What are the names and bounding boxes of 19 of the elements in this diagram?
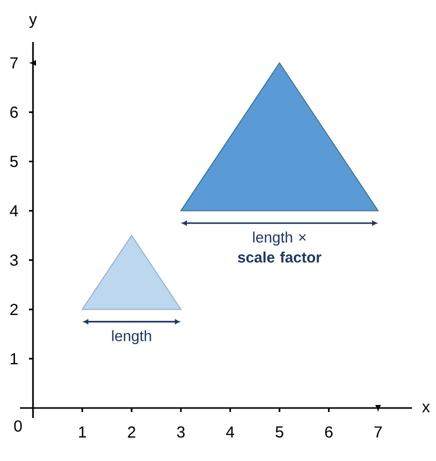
- tick-label: 5: [276, 426, 284, 438]
- tick-label: 4: [226, 426, 234, 438]
- tick-label: 4: [10, 205, 18, 216]
- tick-label: 6: [325, 426, 333, 438]
- tick-label: 2: [10, 304, 18, 315]
- axis-label: y: [29, 16, 37, 28]
- dimension-label: length: [112, 330, 152, 344]
- tick-label: 2: [128, 426, 136, 438]
- tick-label: 3: [177, 426, 185, 438]
- tick-label: 1: [79, 426, 86, 438]
- dimension-label: length × scale factor: [238, 232, 322, 263]
- origin-label: 0: [14, 420, 22, 432]
- tick-label: 1: [10, 353, 18, 364]
- tick-label: 6: [10, 106, 18, 118]
- tick-label: 3: [10, 254, 18, 266]
- tick-label: 7: [10, 57, 18, 68]
- tick-label: 5: [10, 156, 18, 168]
- axis-label: x: [422, 404, 430, 412]
- tick-label: 7: [374, 426, 382, 438]
